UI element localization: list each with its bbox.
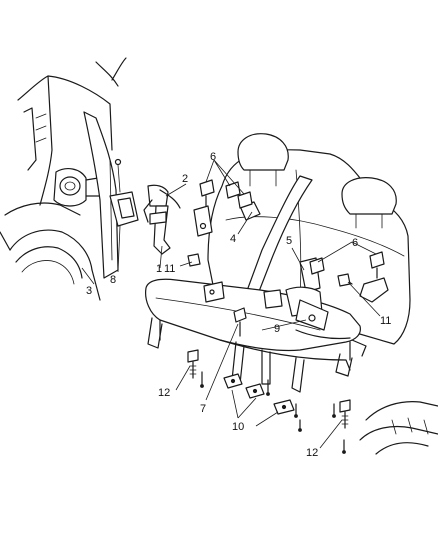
callout-12-right: 12: [306, 447, 318, 459]
rear-body-corner: [359, 401, 438, 455]
callout-11-left: 11: [164, 263, 175, 275]
leader-lines: [81, 159, 381, 449]
callout-12-left: 12: [158, 387, 170, 399]
callout-2: 2: [182, 173, 188, 185]
seat-cushion: [145, 278, 361, 371]
callout-5: 5: [286, 235, 292, 247]
floor-plates-10: [223, 373, 295, 415]
quarter-panel-body: [0, 57, 127, 301]
callout-7: 7: [200, 403, 206, 415]
callout-3: 3: [86, 285, 92, 297]
bolt-7: [233, 307, 247, 337]
anchor-plate-center: [193, 205, 213, 237]
callout-9: 9: [274, 323, 280, 335]
nut-11-right: [337, 273, 351, 287]
callout-6-right: 6: [352, 237, 358, 249]
outboard-seat-belt: [143, 184, 181, 255]
seat-frame: [147, 317, 367, 393]
callout-11-right: 11: [380, 315, 391, 327]
callout-10: 10: [232, 421, 244, 433]
callout-8: 8: [110, 274, 116, 286]
bolt-12-left: [187, 349, 199, 379]
bolt-12-right: [339, 399, 351, 429]
nut-11-left: [187, 253, 201, 267]
upper-anchor-bracket: [109, 158, 139, 227]
pillar-trim-panel: [83, 111, 119, 279]
callout-1: 1: [156, 263, 162, 275]
floor-bolts: [200, 371, 346, 454]
callout-4: 4: [230, 233, 236, 245]
callout-6-left: 6: [210, 151, 216, 163]
